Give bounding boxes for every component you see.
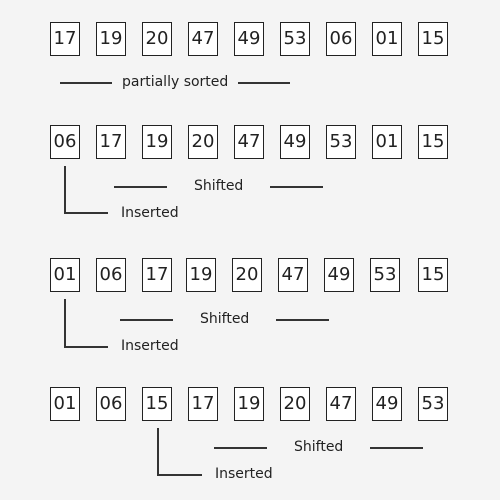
- bracket-line-right: [238, 82, 290, 84]
- array-cell: 01: [50, 258, 80, 292]
- array-cell: 53: [370, 258, 400, 292]
- array-cell: 17: [188, 387, 218, 421]
- inserted-connector-vertical: [64, 299, 66, 348]
- shifted-line-right: [370, 447, 423, 449]
- partially-sorted-label: partially sorted: [122, 74, 229, 90]
- array-cell: 49: [372, 387, 402, 421]
- inserted-connector-vertical: [64, 166, 66, 214]
- inserted-connector-horizontal: [64, 212, 108, 214]
- array-cell: 53: [280, 22, 310, 56]
- array-cell: 15: [418, 258, 448, 292]
- array-cell: 20: [142, 22, 172, 56]
- shifted-line-left: [120, 319, 173, 321]
- shifted-line-right: [270, 186, 323, 188]
- array-cell: 19: [96, 22, 126, 56]
- array-cell: 19: [142, 125, 172, 159]
- array-cell: 15: [418, 125, 448, 159]
- array-cell: 06: [96, 258, 126, 292]
- shifted-line-right: [276, 319, 329, 321]
- bracket-line-left: [60, 82, 112, 84]
- array-cell: 49: [234, 22, 264, 56]
- array-cell: 01: [50, 387, 80, 421]
- inserted-label: Inserted: [215, 466, 273, 482]
- inserted-connector-horizontal: [157, 474, 202, 476]
- array-cell: 53: [418, 387, 448, 421]
- inserted-connector-vertical: [157, 428, 159, 476]
- array-cell: 20: [280, 387, 310, 421]
- inserted-connector-horizontal: [64, 346, 108, 348]
- shifted-label: Shifted: [200, 311, 250, 327]
- inserted-label: Inserted: [121, 205, 179, 221]
- array-cell: 47: [188, 22, 218, 56]
- array-cell: 17: [96, 125, 126, 159]
- array-cell: 17: [142, 258, 172, 292]
- shifted-label: Shifted: [194, 178, 244, 194]
- array-cell: 47: [234, 125, 264, 159]
- array-cell: 53: [326, 125, 356, 159]
- array-cell: 19: [234, 387, 264, 421]
- array-cell: 01: [372, 125, 402, 159]
- array-cell: 15: [418, 22, 448, 56]
- shifted-line-left: [114, 186, 167, 188]
- array-cell: 47: [278, 258, 308, 292]
- array-cell: 06: [326, 22, 356, 56]
- array-cell: 06: [50, 125, 80, 159]
- shifted-line-left: [214, 447, 267, 449]
- array-cell: 49: [280, 125, 310, 159]
- array-cell: 01: [372, 22, 402, 56]
- array-cell: 47: [326, 387, 356, 421]
- array-cell: 19: [186, 258, 216, 292]
- inserted-label: Inserted: [121, 338, 179, 354]
- array-cell: 20: [188, 125, 218, 159]
- array-cell: 20: [232, 258, 262, 292]
- shifted-label: Shifted: [294, 439, 344, 455]
- array-cell: 49: [324, 258, 354, 292]
- array-cell: 06: [96, 387, 126, 421]
- array-cell: 17: [50, 22, 80, 56]
- array-cell: 15: [142, 387, 172, 421]
